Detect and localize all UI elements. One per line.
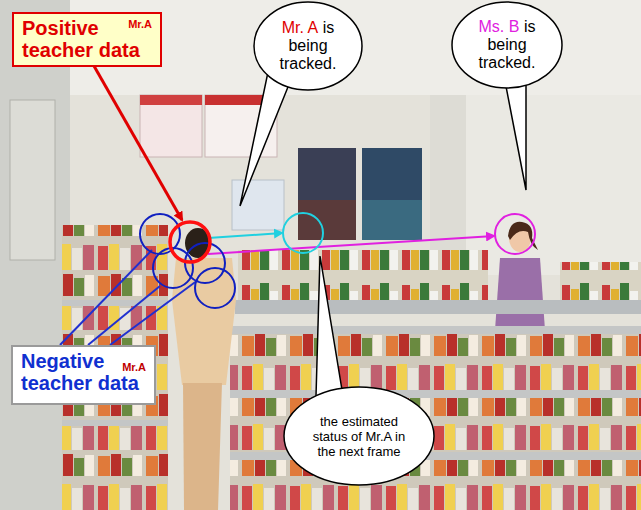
left-wall	[0, 0, 70, 510]
shelf-products	[230, 330, 641, 510]
motion-arrow	[208, 233, 282, 238]
bubble-shape	[254, 2, 362, 90]
label-box: Positive teacher dataMr.A	[12, 12, 162, 67]
shelf-edge	[62, 420, 168, 426]
bubble-tail	[316, 256, 342, 396]
bubble-tail	[504, 76, 526, 190]
shelf-products	[238, 250, 488, 305]
person-tag: Mr.A	[128, 18, 152, 30]
negative-sample	[195, 268, 235, 308]
shelf-edge	[230, 326, 641, 334]
travel-poster	[298, 148, 356, 240]
person-a-legs	[183, 383, 222, 510]
bubble-shape	[284, 387, 434, 485]
speech-bubble: Ms. Bis being tracked.	[451, 1, 563, 89]
positive-sample	[170, 222, 210, 262]
pointer-arrow	[94, 66, 182, 220]
bubble-text: Ms. Bis being tracked.	[465, 18, 549, 72]
shelf-edge	[230, 390, 641, 398]
shelf-edge	[62, 300, 168, 306]
speech-bubble: the estimated status of Mr.A in the next…	[283, 386, 435, 486]
bubble-tail	[240, 72, 290, 206]
person-a-body	[172, 258, 236, 385]
person-tag: Mr.A	[122, 361, 146, 373]
travel-poster	[362, 148, 422, 240]
leader-line	[110, 280, 198, 345]
bubble-line: Mr. A	[282, 19, 318, 37]
bubble-text: Mr. Ais being tracked.	[266, 19, 350, 73]
tracked-target	[495, 214, 535, 254]
label-box: Negative teacher dataMr.A	[11, 345, 156, 405]
speech-bubble: Mr. Ais being tracked.	[253, 1, 363, 91]
bubble-line: the estimated status of Mr.A in the next…	[313, 414, 406, 459]
ceiling	[0, 0, 641, 95]
door	[10, 100, 55, 260]
poster	[140, 95, 202, 157]
shelf-products	[560, 262, 641, 305]
bubble-text: the estimated status of Mr.A in the next…	[302, 414, 416, 459]
poster-detail	[362, 200, 422, 240]
bubble-shape	[452, 2, 562, 88]
motion-arrow	[208, 236, 494, 254]
poster-band	[140, 95, 202, 105]
poster-detail	[298, 200, 356, 240]
bubble-line: Ms. B	[479, 18, 520, 36]
shelf-edge	[235, 300, 641, 314]
predicted-position	[283, 213, 323, 253]
